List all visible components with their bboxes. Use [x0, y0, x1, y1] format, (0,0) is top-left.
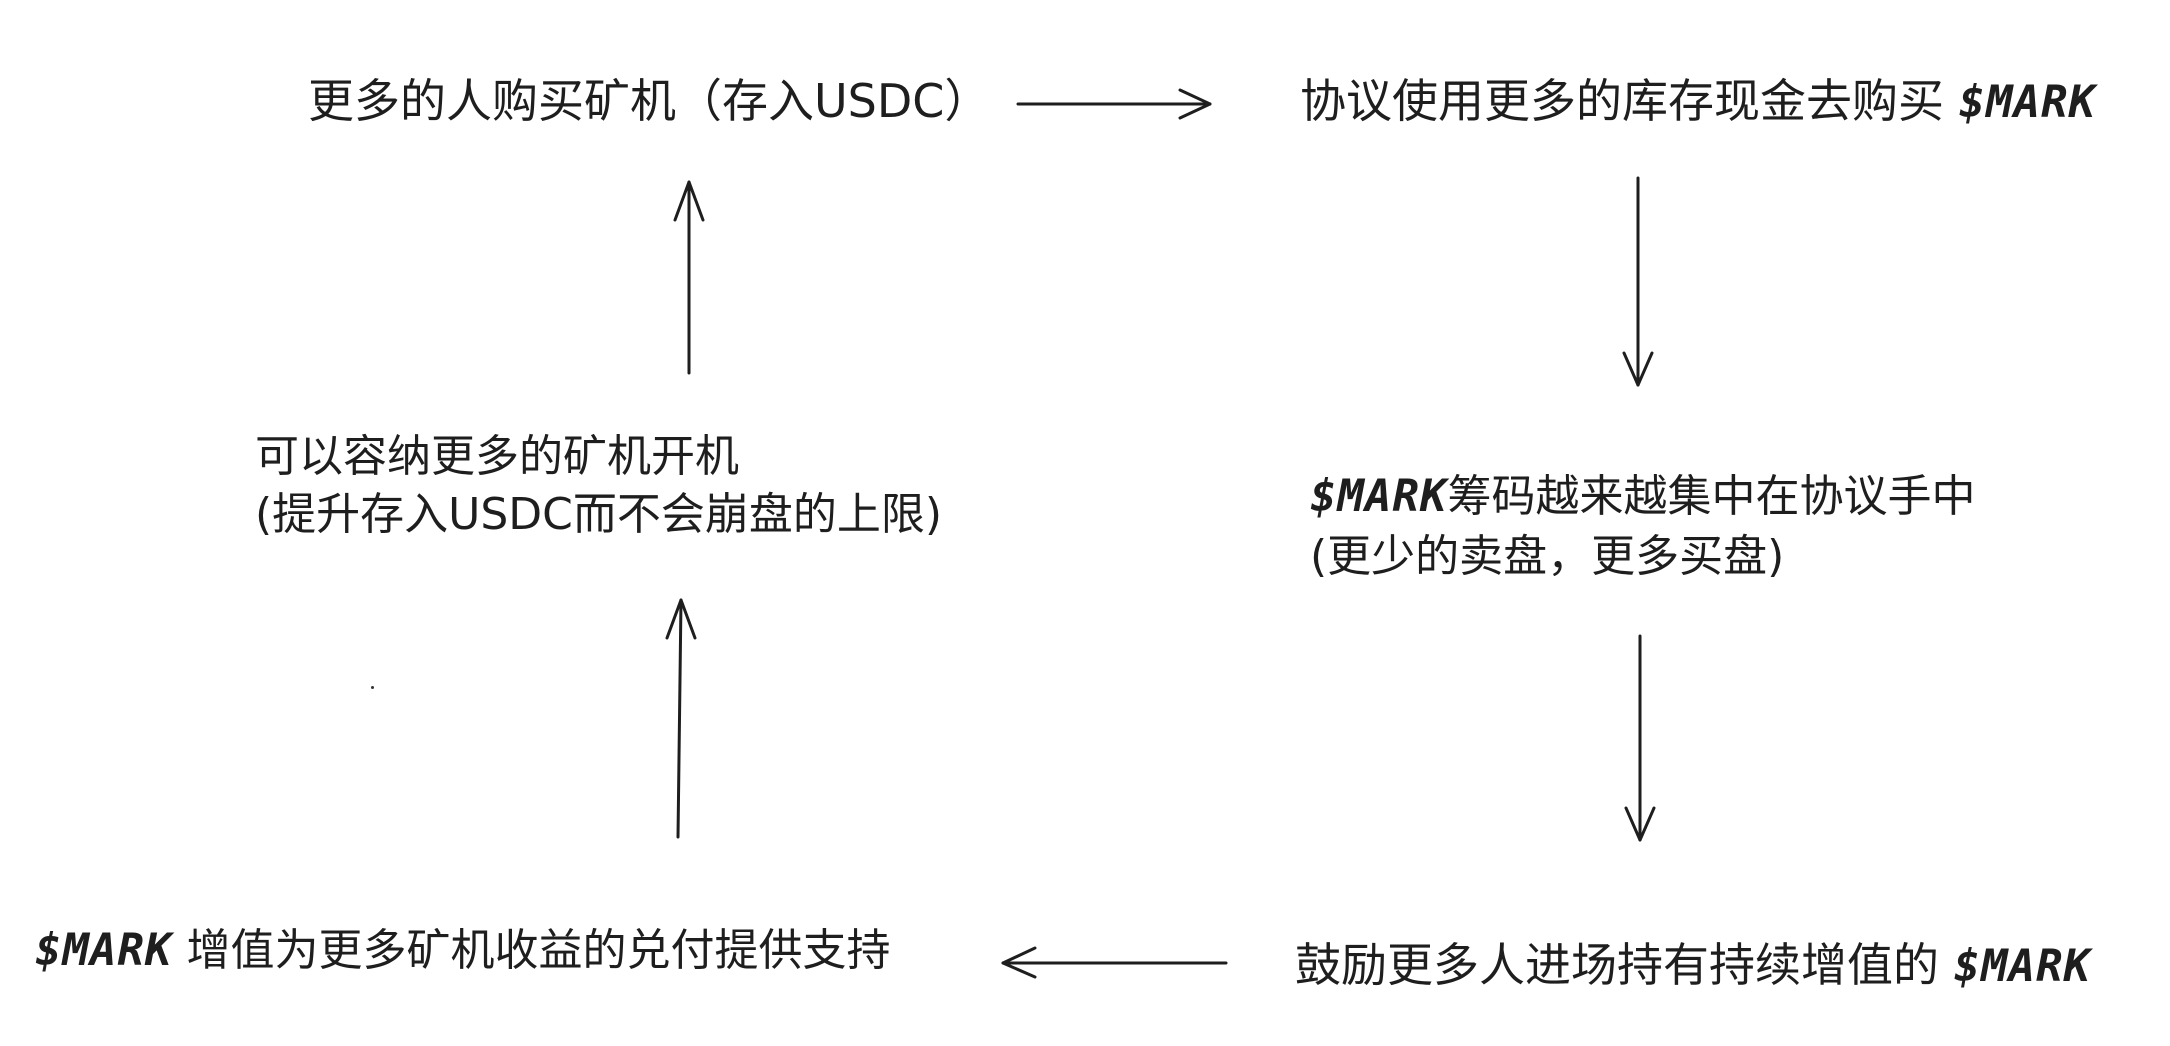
node-protocol-buy-mark: 协议使用更多的库存现金去购买 $MARK [1300, 72, 2096, 132]
mark-token: $MARK [35, 925, 173, 976]
arrow-n3-to-n4 [1624, 634, 1656, 842]
node-chips-concentrated-line2: (更少的卖盘，更多买盘) [1310, 531, 1785, 582]
node-chips-concentrated: $MARK筹码越来越集中在协议手中 (更少的卖盘，更多买盘) [1310, 468, 1975, 586]
mark-token: $MARK [1310, 471, 1448, 522]
node-mark-appreciation: $MARK 增值为更多矿机收益的兑付提供支持 [35, 922, 890, 980]
node-chips-concentrated-line1: $MARK筹码越来越集中在协议手中 [1310, 468, 1975, 526]
arrow-n6-to-n1 [673, 180, 705, 375]
node-protocol-buy-mark-text: 协议使用更多的库存现金去购买 [1300, 74, 1959, 128]
node-encourage-holding-text: 鼓励更多人进场持有持续增值的 [1295, 938, 1954, 992]
stray-dot [371, 686, 374, 689]
node-more-capacity-line2: (提升存入USDC而不会崩盘的上限) [255, 489, 943, 540]
arrow-n2-to-n3 [1622, 176, 1654, 387]
node-mark-appreciation-text: 增值为更多矿机收益的兑付提供支持 [172, 925, 891, 976]
node-more-capacity: 可以容纳更多的矿机开机 (提升存入USDC而不会崩盘的上限) [255, 428, 942, 544]
node-chips-concentrated-text: 筹码越来越集中在协议手中 [1447, 471, 1976, 522]
node-encourage-holding: 鼓励更多人进场持有持续增值的 $MARK [1295, 936, 2091, 996]
node-more-capacity-line1: 可以容纳更多的矿机开机 [255, 431, 739, 482]
arrow-n4-to-n5 [1001, 946, 1228, 979]
node-buy-miners: 更多的人购买矿机（存入USDC） [308, 72, 990, 132]
arrow-n1-to-n2 [1016, 88, 1212, 120]
mark-token: $MARK [1958, 77, 2097, 128]
mark-token: $MARK [1953, 941, 2092, 992]
arrow-n5-to-n6 [665, 598, 697, 839]
node-buy-miners-text: 更多的人购买矿机（存入USDC） [308, 74, 991, 128]
